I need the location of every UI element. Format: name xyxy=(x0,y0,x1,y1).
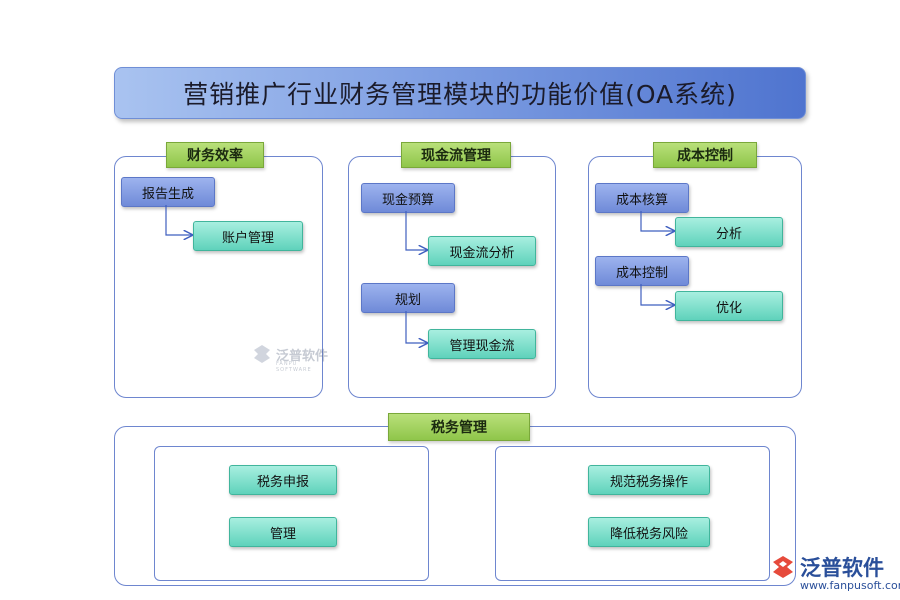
logo-name: 泛普软件 xyxy=(800,556,884,580)
node-cost-control: 成本控制 xyxy=(595,256,689,286)
tag-cash-flow: 现金流管理 xyxy=(401,142,511,168)
node-report-generation: 报告生成 xyxy=(121,177,215,207)
node-cash-flow-analysis: 现金流分析 xyxy=(428,236,536,266)
tag-finance-efficiency: 财务效率 xyxy=(166,142,264,168)
node-reduce-tax-risk: 降低税务风险 xyxy=(588,517,710,547)
watermark-name: 泛普软件 xyxy=(276,348,329,364)
node-optimization: 优化 xyxy=(675,291,783,321)
node-cost-accounting: 成本核算 xyxy=(595,183,689,213)
watermark-sub: FANPU SOFTWARE xyxy=(276,361,312,373)
node-planning: 规划 xyxy=(361,283,455,313)
node-standardize-tax: 规范税务操作 xyxy=(588,465,710,495)
fanpu-watermark-icon xyxy=(254,345,270,363)
node-tax-admin: 管理 xyxy=(229,517,337,547)
watermark: 泛普软件 FANPU SOFTWARE xyxy=(252,344,329,373)
node-tax-filing: 税务申报 xyxy=(229,465,337,495)
tag-tax-management: 税务管理 xyxy=(388,413,530,441)
node-analysis: 分析 xyxy=(675,217,783,247)
node-account-management: 账户管理 xyxy=(193,221,303,251)
tag-cost-control: 成本控制 xyxy=(653,142,757,168)
node-manage-cash-flow: 管理现金流 xyxy=(428,329,536,359)
logo-url: www.fanpusoft.com xyxy=(800,579,900,592)
fanpu-logo-icon xyxy=(773,556,793,578)
diagram-title: 营销推广行业财务管理模块的功能价值(OA系统) xyxy=(114,67,806,119)
node-cash-budget: 现金预算 xyxy=(361,183,455,213)
brand-logo: 泛普软件 www.fanpusoft.com xyxy=(770,552,900,592)
